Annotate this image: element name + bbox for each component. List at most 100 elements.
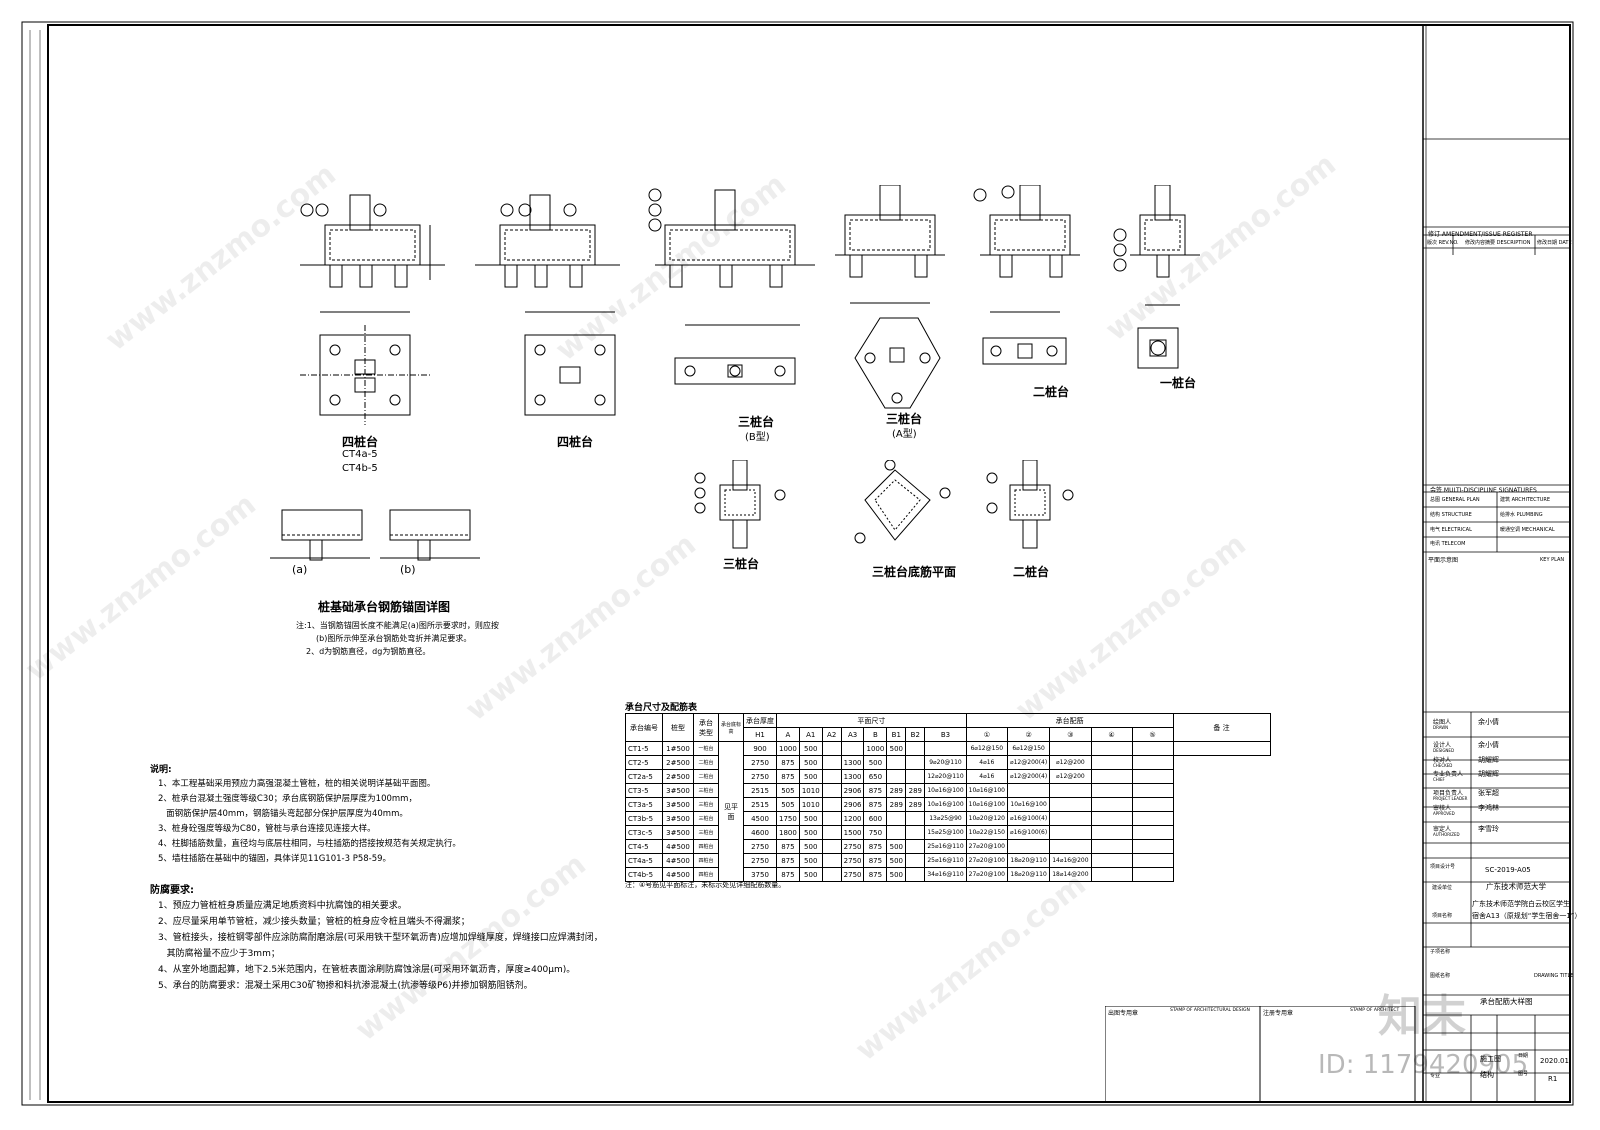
table-cell: 505 bbox=[776, 797, 800, 812]
table-cell: 见平面 bbox=[718, 741, 744, 882]
revision-register-label: 修订 AMENDMENT/ISSUE REGISTER bbox=[1428, 231, 1533, 238]
table-cell bbox=[821, 741, 842, 756]
discipline-field-label: 专业 bbox=[1430, 1073, 1441, 1079]
table-cell: 500 bbox=[863, 755, 888, 770]
sub-header-cell: ④ bbox=[1090, 727, 1133, 742]
table-cell bbox=[1090, 797, 1133, 812]
table-cell: 500 bbox=[798, 769, 823, 784]
sub-header-cell: ③ bbox=[1049, 727, 1092, 742]
table-cell: 2750 bbox=[743, 839, 777, 854]
project-name-1: 广东技术师范学院白云校区学生 bbox=[1472, 900, 1570, 908]
table-cell: 500 bbox=[798, 741, 823, 756]
table-cell: 27⌀20@100 bbox=[965, 867, 1009, 882]
table-cell: CT2-5 bbox=[625, 755, 663, 770]
corrosion-heading: 防腐要求: bbox=[150, 885, 194, 896]
sub-header-cell: A3 bbox=[840, 727, 865, 742]
table-cell: 6⌀12@150 bbox=[1006, 741, 1051, 756]
plan-title-3pile-b: 三桩台 bbox=[738, 415, 775, 429]
job-stage: 施工图 bbox=[1480, 1055, 1501, 1063]
table-cell: 2750 bbox=[743, 853, 777, 868]
table-cell: 18⌀14@200 bbox=[1049, 867, 1092, 882]
table-cell: 750 bbox=[863, 825, 888, 840]
col-header: 承台厚度 bbox=[743, 713, 777, 728]
key-plan-label: 平面示意图 bbox=[1428, 557, 1459, 564]
anchor-note-1: 注:1、当钢筋锚固长度不能满足(a)图所示要求时，则应按 bbox=[296, 621, 499, 630]
table-cell: 10⌀16@100 bbox=[1006, 797, 1051, 812]
watermark-logo: 知末 bbox=[1378, 991, 1466, 1042]
table-cell: 1#500 bbox=[662, 741, 694, 756]
plan-title-2pile: 二桩台 bbox=[1033, 385, 1070, 399]
col-header: 桩型 bbox=[662, 713, 694, 742]
corrosion-item: 2、应尽量采用单节管桩，减少接头数量；管桩的桩身应令桩且端头不得漏浆； bbox=[158, 917, 470, 927]
section-title-3pile-bottom: 三桩台底筋平面 bbox=[872, 565, 957, 579]
project-name-label: 项目名称 bbox=[1432, 913, 1453, 919]
col-header: 备 注 bbox=[1172, 713, 1271, 742]
sub-header-cell: A2 bbox=[821, 727, 842, 742]
signatory-name: 余小倩 bbox=[1478, 741, 1499, 749]
table-cell: 500 bbox=[886, 741, 907, 756]
table-cell: ⌀12@200 bbox=[1049, 769, 1092, 784]
table-cell bbox=[905, 755, 926, 770]
note-item: 面钢筋保护层40mm，钢筋锚头弯起部分保护层厚度为40mm。 bbox=[158, 809, 408, 819]
col-header: 承台底标高 bbox=[718, 713, 744, 742]
table-cell: 三桩台 bbox=[693, 825, 719, 840]
table-cell bbox=[886, 769, 907, 784]
discipline-label: 总图 GENERAL PLAN bbox=[1430, 497, 1480, 503]
table-cell bbox=[924, 741, 967, 756]
table-cell: 2750 bbox=[840, 853, 865, 868]
stamp-registered-label: 注册专用章 bbox=[1263, 1010, 1294, 1017]
table-cell: 500 bbox=[798, 811, 823, 826]
table-cell bbox=[821, 853, 842, 868]
table-cell: CT4-5 bbox=[625, 839, 663, 854]
table-cell bbox=[905, 769, 926, 784]
stamp-design-label: 出图专用章 bbox=[1108, 1010, 1139, 1017]
table-cell bbox=[1131, 741, 1174, 756]
table-cell: 10⌀22@150 bbox=[965, 825, 1009, 840]
rev-date-header: 修改日期 DATE bbox=[1537, 240, 1572, 246]
sub-project-label: 子项名称 bbox=[1430, 949, 1451, 955]
discipline-label: 暖通空调 MECHANICAL bbox=[1500, 527, 1555, 533]
table-cell: 6⌀12@150 bbox=[965, 741, 1009, 756]
sub-header-cell: ① bbox=[965, 727, 1009, 742]
table-cell: 1000 bbox=[776, 741, 800, 756]
table-cell: 三桩台 bbox=[693, 811, 719, 826]
note-item: 1、本工程基础采用预应力高强混凝土管桩，桩的相关说明详基础平面图。 bbox=[158, 779, 436, 789]
table-cell: 2906 bbox=[840, 783, 865, 798]
table-cell: 4#500 bbox=[662, 853, 694, 868]
plan-title-3pile-a: 三桩台 bbox=[886, 412, 923, 426]
table-cell: CT1-5 bbox=[625, 741, 663, 756]
table-cell bbox=[821, 769, 842, 784]
table-cell: 650 bbox=[863, 769, 888, 784]
remark-cell bbox=[1131, 811, 1174, 826]
table-cell bbox=[1090, 755, 1133, 770]
sub-header-cell: A1 bbox=[798, 727, 823, 742]
table-cell bbox=[1049, 741, 1092, 756]
table-cell: CT3-5 bbox=[625, 783, 663, 798]
remark-cell bbox=[1131, 769, 1174, 784]
stamp-design-label-en: STAMP OF ARCHITECTURAL DESIGN bbox=[1170, 1008, 1250, 1013]
table-cell: 10⌀20@120 bbox=[965, 811, 1009, 826]
table-cell: 10⌀16@100 bbox=[965, 783, 1009, 798]
table-cell bbox=[1049, 797, 1092, 812]
table-cell: CT2a-5 bbox=[625, 769, 663, 784]
title-block-lines bbox=[1423, 138, 1570, 1102]
remark-cell bbox=[1131, 867, 1174, 882]
table-cell: 500 bbox=[798, 853, 823, 868]
table-cell: 15⌀25@100 bbox=[924, 825, 967, 840]
drawing-title-label: 图纸名称 bbox=[1430, 973, 1451, 979]
table-cell bbox=[1006, 783, 1051, 798]
table-cell bbox=[1090, 839, 1133, 854]
corrosion-item: 5、承台的防腐要求：混凝土采用C30矿物掺和料抗渗混凝土(抗渗等级P6)并掺加钢… bbox=[158, 981, 533, 991]
table-cell: 500 bbox=[886, 839, 907, 854]
note-item: 2、桩承台混凝土强度等级C30；承台底钢筋保护层厚度为100mm， bbox=[158, 794, 417, 804]
table-cell bbox=[1090, 825, 1133, 840]
table-cell: CT4b-5 bbox=[625, 867, 663, 882]
notes-heading: 说明: bbox=[150, 765, 172, 775]
signatory-name: 胡耀辉 bbox=[1478, 756, 1499, 764]
table-cell: 二桩台 bbox=[693, 755, 719, 770]
multi-signature-label: 会签 MULTI-DISCIPLINE SIGNATURES bbox=[1430, 487, 1537, 494]
table-cell: ⌀12@200(4) bbox=[1006, 769, 1051, 784]
